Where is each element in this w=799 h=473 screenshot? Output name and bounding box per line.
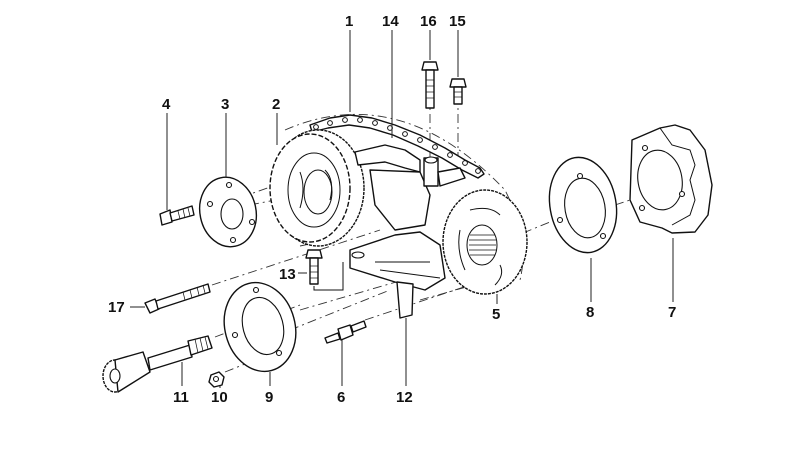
callout-6: 6: [337, 389, 345, 406]
nut: [208, 371, 225, 388]
callout-10: 10: [211, 389, 228, 406]
cover-flange: [629, 124, 713, 234]
callout-7: 7: [668, 304, 676, 321]
callout-15: 15: [449, 13, 466, 30]
callout-3: 3: [221, 96, 229, 113]
callout-17: 17: [108, 299, 125, 316]
callout-12: 12: [396, 389, 413, 406]
flange-ring: [223, 281, 297, 373]
timing-chain: [309, 114, 485, 179]
ring-plate: [548, 156, 618, 254]
camshaft-sprocket: [269, 129, 365, 247]
callout-14: 14: [382, 13, 399, 30]
sprocket-bolt: [159, 205, 195, 226]
tensioner-bracket: [349, 231, 446, 319]
splined-shaft: [102, 335, 213, 393]
intermediate-sprocket: [442, 189, 528, 295]
callout-16: 16: [420, 13, 437, 30]
short-bolt: [449, 78, 467, 105]
callout-labels: 1 2 3 4 5 6 7 8 9 10 11 12 13 14 15 16 1…: [108, 13, 676, 406]
callout-8: 8: [586, 304, 594, 321]
callout-11: 11: [173, 389, 189, 406]
long-bolt: [421, 61, 439, 109]
callout-9: 9: [265, 389, 273, 406]
callout-4: 4: [162, 96, 171, 113]
leader-lines: [130, 30, 674, 388]
long-screw: [144, 283, 211, 314]
chain-guide: [354, 144, 466, 231]
callout-5: 5: [492, 306, 500, 323]
callout-13: 13: [279, 266, 296, 283]
callout-1: 1: [345, 13, 353, 30]
stud: [324, 320, 367, 344]
bracket-bolt: [305, 249, 344, 291]
callout-2: 2: [272, 96, 280, 113]
sprocket-plate: [198, 176, 258, 248]
